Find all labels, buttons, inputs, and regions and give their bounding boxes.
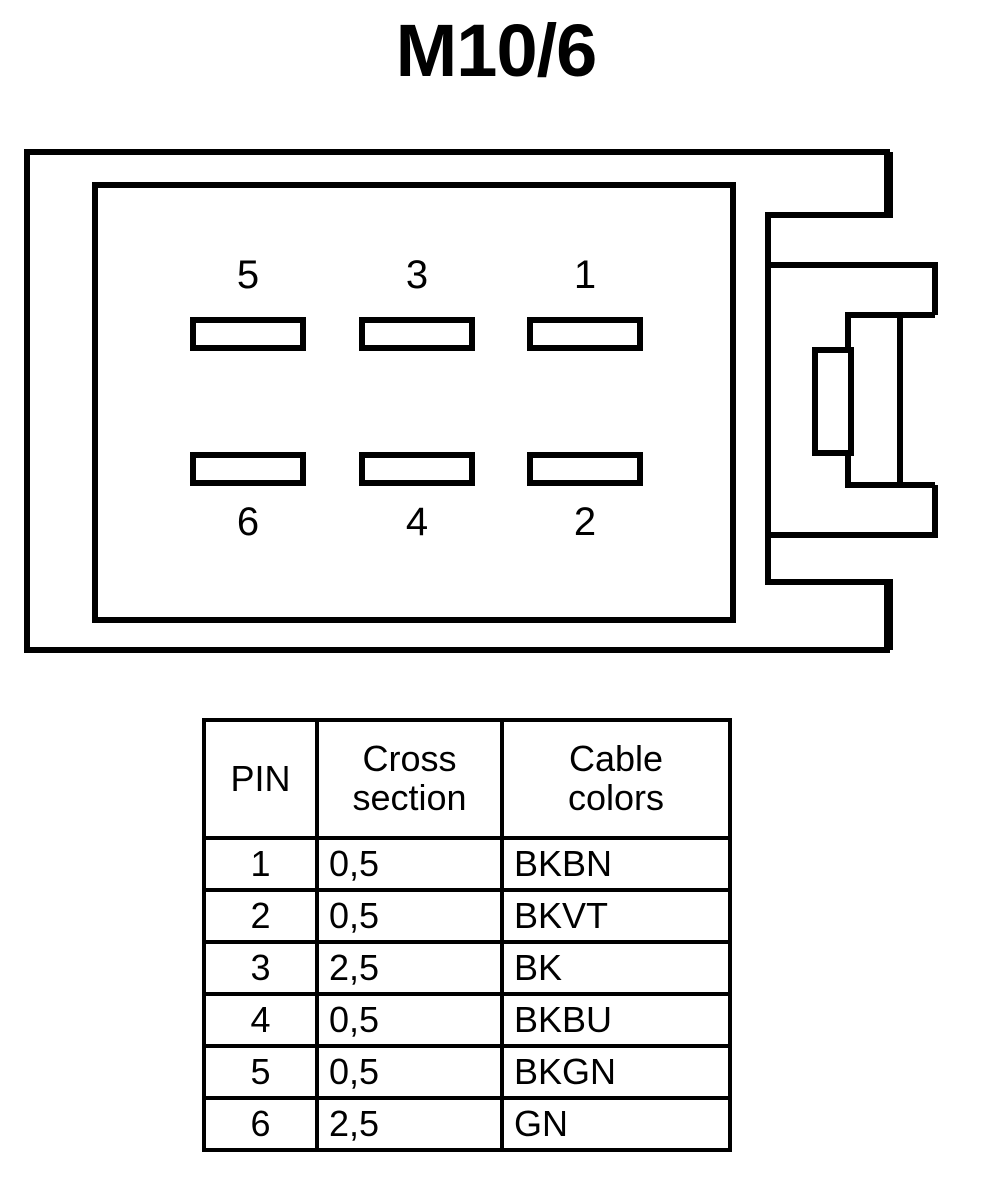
cell-cross-section: 0,5 bbox=[315, 888, 504, 944]
cell-pin: 2 bbox=[202, 888, 319, 944]
locking-tab-mid-step-lower bbox=[768, 485, 938, 538]
table-row: 3 2,5 BK bbox=[202, 940, 732, 996]
terminal-slot-1 bbox=[527, 317, 643, 351]
cell-cross-section: 0,5 bbox=[315, 836, 504, 892]
cell-cross-section: 0,5 bbox=[315, 1044, 504, 1100]
connector-inner-cavity bbox=[92, 182, 736, 623]
locking-tab-nub bbox=[812, 347, 854, 456]
terminal-slot-2 bbox=[527, 452, 643, 486]
cell-cable-colors: BKVT bbox=[500, 888, 732, 944]
terminal-slot-3 bbox=[359, 317, 475, 351]
pin-number-label-6: 6 bbox=[236, 500, 260, 544]
pin-number-label-2: 2 bbox=[573, 500, 597, 544]
cell-pin: 6 bbox=[202, 1096, 319, 1152]
table-row: 6 2,5 GN bbox=[202, 1096, 732, 1152]
cell-cable-colors: BKBU bbox=[500, 992, 732, 1048]
terminal-slot-6 bbox=[190, 452, 306, 486]
pin-number-label-4: 4 bbox=[405, 500, 429, 544]
cell-cross-section: 2,5 bbox=[315, 940, 504, 996]
pin-number-label-3: 3 bbox=[405, 253, 429, 297]
cell-pin: 4 bbox=[202, 992, 319, 1048]
table-row: 2 0,5 BKVT bbox=[202, 888, 732, 944]
locking-tab-mid-step bbox=[768, 262, 938, 315]
locking-tab-outer-step bbox=[765, 152, 893, 218]
column-header-pin: PIN bbox=[202, 718, 319, 840]
cell-cross-section: 0,5 bbox=[315, 992, 504, 1048]
pin-assignment-table: PIN Cross section Cable colors 1 0,5 BKB… bbox=[202, 718, 732, 1152]
column-header-cross-section: Cross section bbox=[315, 718, 504, 840]
terminal-slot-4 bbox=[359, 452, 475, 486]
locking-tab-outer-step-lower bbox=[765, 579, 893, 650]
connector-diagram: 5 3 1 6 4 2 bbox=[0, 130, 992, 690]
table-row: 1 0,5 BKBN bbox=[202, 836, 732, 892]
cell-cable-colors: BK bbox=[500, 940, 732, 996]
table-header-row: PIN Cross section Cable colors bbox=[202, 718, 732, 840]
cell-pin: 3 bbox=[202, 940, 319, 996]
cell-pin: 5 bbox=[202, 1044, 319, 1100]
cell-cable-colors: BKGN bbox=[500, 1044, 732, 1100]
connector-svg bbox=[24, 149, 940, 653]
column-header-cable-colors: Cable colors bbox=[500, 718, 732, 840]
pin-number-label-1: 1 bbox=[573, 253, 597, 297]
table-row: 5 0,5 BKGN bbox=[202, 1044, 732, 1100]
cell-cable-colors: GN bbox=[500, 1096, 732, 1152]
table-row: 4 0,5 BKBU bbox=[202, 992, 732, 1048]
terminal-slot-5 bbox=[190, 317, 306, 351]
cell-cross-section: 2,5 bbox=[315, 1096, 504, 1152]
cell-pin: 1 bbox=[202, 836, 319, 892]
page-title: M10/6 bbox=[395, 9, 598, 92]
pin-number-label-5: 5 bbox=[236, 253, 260, 297]
cell-cable-colors: BKBN bbox=[500, 836, 732, 892]
